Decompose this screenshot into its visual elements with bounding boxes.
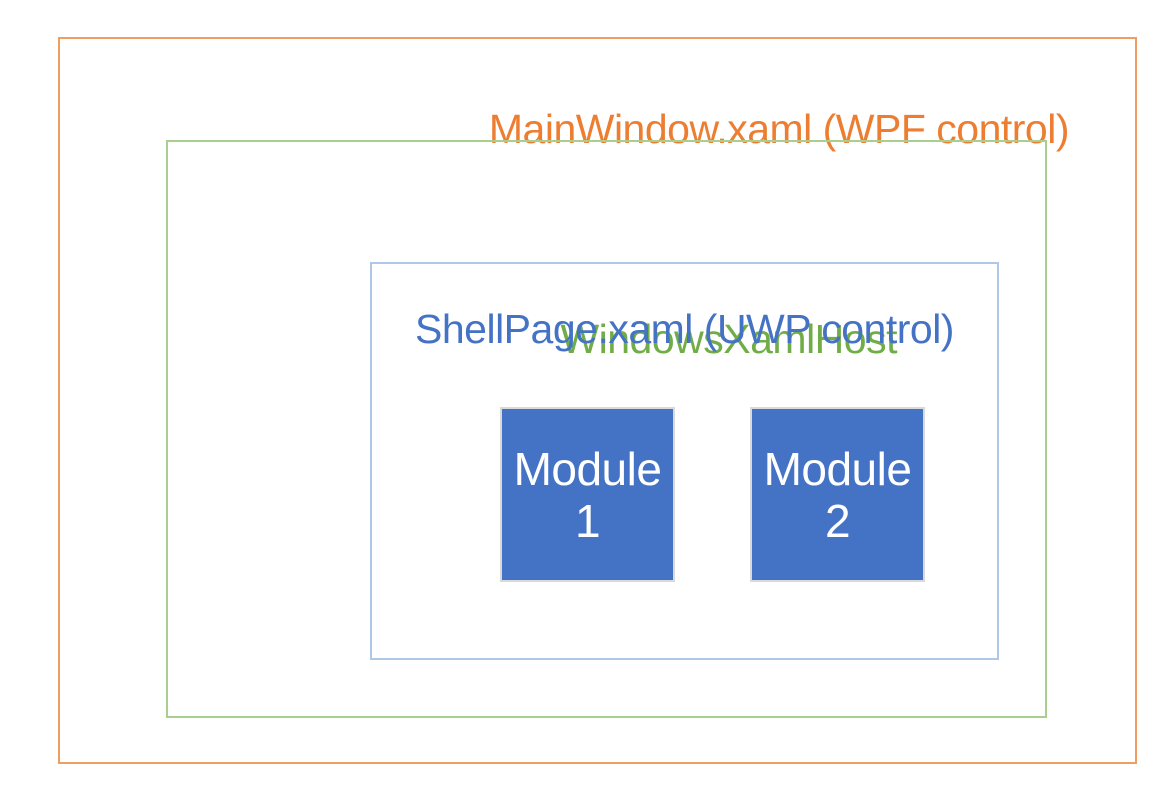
shellpage-uwp-label: ShellPage.xaml (UWP control) <box>415 306 954 352</box>
module-2-label: Module 2 <box>763 442 912 547</box>
mainwindow-wpf-frame: MainWindow.xaml (WPF control) WindowsXam… <box>58 37 1137 764</box>
module-1-label: Module 1 <box>513 442 662 547</box>
mainwindow-wpf-label: MainWindow.xaml (WPF control) <box>488 106 1070 152</box>
module-2-box: Module 2 <box>750 407 925 582</box>
windowsxamlhost-label: WindowsXamlHost <box>560 316 897 362</box>
module-1-box: Module 1 <box>500 407 675 582</box>
shellpage-uwp-frame: ShellPage.xaml (UWP control) Module 1 Mo… <box>370 262 999 660</box>
windowsxamlhost-frame: WindowsXamlHost ShellPage.xaml (UWP cont… <box>166 140 1047 718</box>
